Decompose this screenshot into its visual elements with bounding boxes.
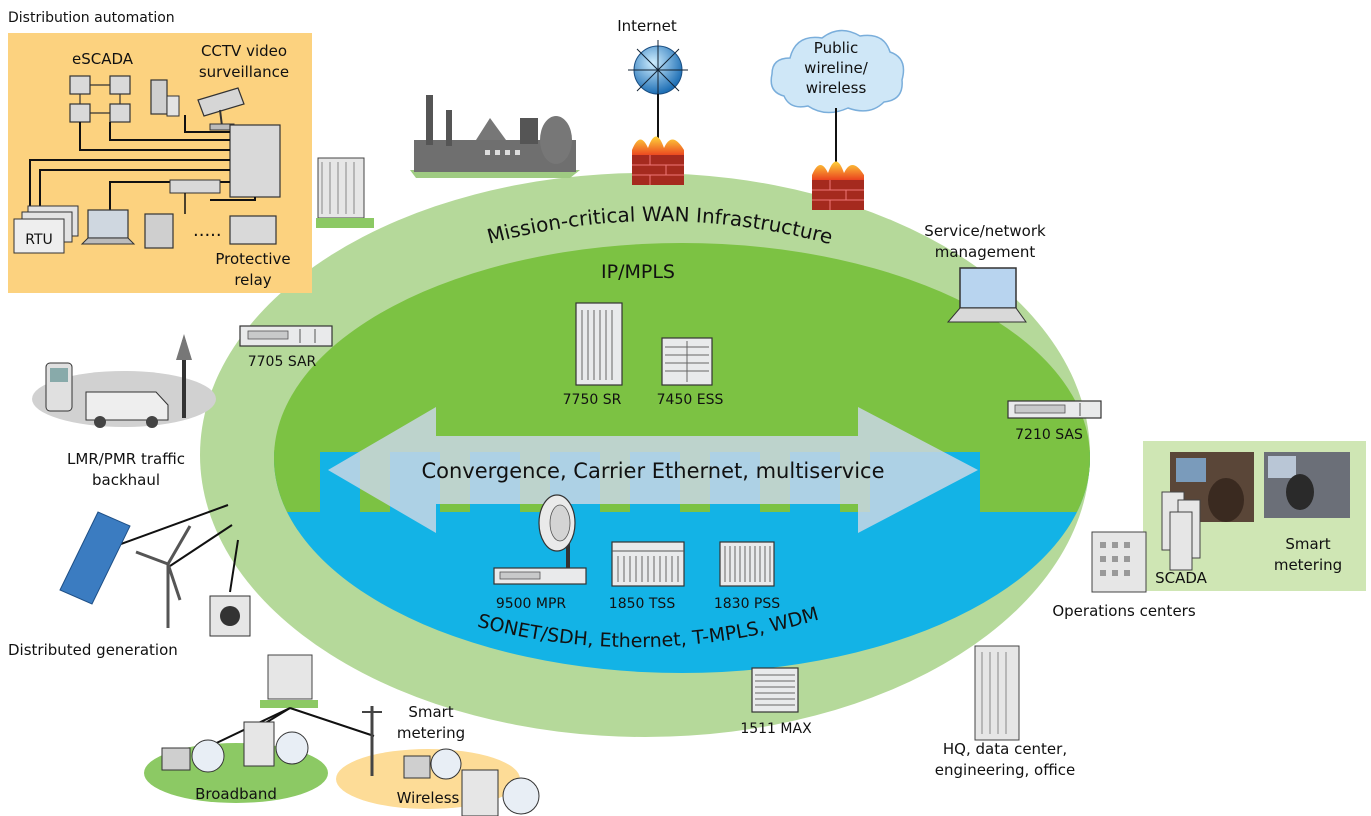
internet-globe-icon [628,40,688,100]
desk-phone-icon [150,79,180,117]
factory-icon [410,95,580,178]
ellipsis-dots: ..... [193,220,222,241]
1850-tss-label: 1850 TSS [609,596,676,612]
cctv-camera-icon [197,87,245,131]
escada-network-icon [69,75,131,123]
cctv-label-line1: CCTV video [201,42,287,60]
1850-tss-device [611,541,685,587]
7705-sar-device [239,325,333,347]
management-laptop-icon [946,267,1027,323]
cctv-label-line2: surveillance [199,63,289,81]
phone-icon [144,213,174,249]
7210-sas-label: 7210 SAS [1015,427,1083,443]
wireless-building-meter-icon [461,769,540,816]
scada-label: SCADA [1155,569,1208,587]
handheld-radio-icon [45,362,73,412]
convergence-label: Convergence, Carrier Ethernet, multiserv… [421,459,884,483]
1830-pss-label: 1830 PSS [714,596,780,612]
smart-panel-line2: metering [1274,556,1342,574]
firewall-internet-icon [632,136,684,185]
laptop-icon [80,209,136,245]
metering-operator-photo [1264,452,1350,518]
smart-metering-line1: Smart [408,703,453,721]
hq-tower-icon [974,645,1020,741]
operations-centers-label: Operations centers [1052,602,1195,620]
distribution-automation-title: Distribution automation [8,10,175,26]
rtu-label: RTU [25,232,53,248]
utility-van-icon [85,391,169,428]
radio-tower-icon [176,334,192,418]
protective-relay-line2: relay [234,271,271,289]
1511-max-label: 1511 MAX [740,721,812,737]
7750-sr-label: 7750 SR [563,392,622,408]
hq-label-line1: HQ, data center, [943,740,1067,758]
1830-pss-device [719,541,775,587]
solar-panel-icon [59,511,131,605]
scada-servers-icon [1161,491,1201,571]
wireless-pole-icon [362,706,382,776]
protective-relay-device [229,215,277,245]
hq-label-line2: engineering, office [935,761,1075,779]
protective-relay-line1: Protective [215,250,290,268]
public-network-line1: Public [814,39,858,57]
7705-sar-label: 7705 SAR [248,354,317,370]
smart-panel-line1: Smart [1285,535,1330,553]
bottom-transformer-icon [260,654,318,708]
firewall-public-icon [812,161,864,210]
wireless-house-meter-icon [403,748,462,780]
7750-sr-router [575,302,623,386]
9500-mpr-device [493,494,587,585]
convergence-arrow [328,407,978,533]
7450-ess-label: 7450 ESS [657,392,724,408]
ip-mpls-label: IP/MPLS [601,261,675,283]
smart-metering-line2: metering [397,724,465,742]
wireless-label: Wireless [397,789,460,807]
wind-turbine-icon [135,525,192,628]
distributed-generation-label: Distributed generation [8,641,178,659]
rtu-device [13,205,79,254]
public-network-line3: wireless [806,79,867,97]
service-mgmt-line1: Service/network [924,222,1046,240]
service-mgmt-line2: management [935,243,1036,261]
escada-label: eSCADA [72,50,134,68]
broadband-label: Broadband [195,785,277,803]
operations-building-icon [1091,531,1147,593]
internet-label: Internet [617,17,677,35]
substation-cabinet [229,124,281,198]
substation-transformer-icon [316,157,374,228]
7450-ess-switch [661,337,713,386]
house-meter-icon [161,739,225,773]
7210-sas-device [1007,400,1102,419]
distributed-generation-links [109,504,239,593]
rack-switch-icon [169,179,221,214]
1511-max-device [751,667,799,713]
generator-meter-icon [209,595,251,637]
public-network-line2: wireline/ [804,59,869,77]
lmr-label-line1: LMR/PMR traffic [67,450,185,468]
building-meter-icon [243,721,309,767]
lmr-label-line2: backhaul [92,471,160,489]
9500-mpr-label: 9500 MPR [496,596,567,612]
